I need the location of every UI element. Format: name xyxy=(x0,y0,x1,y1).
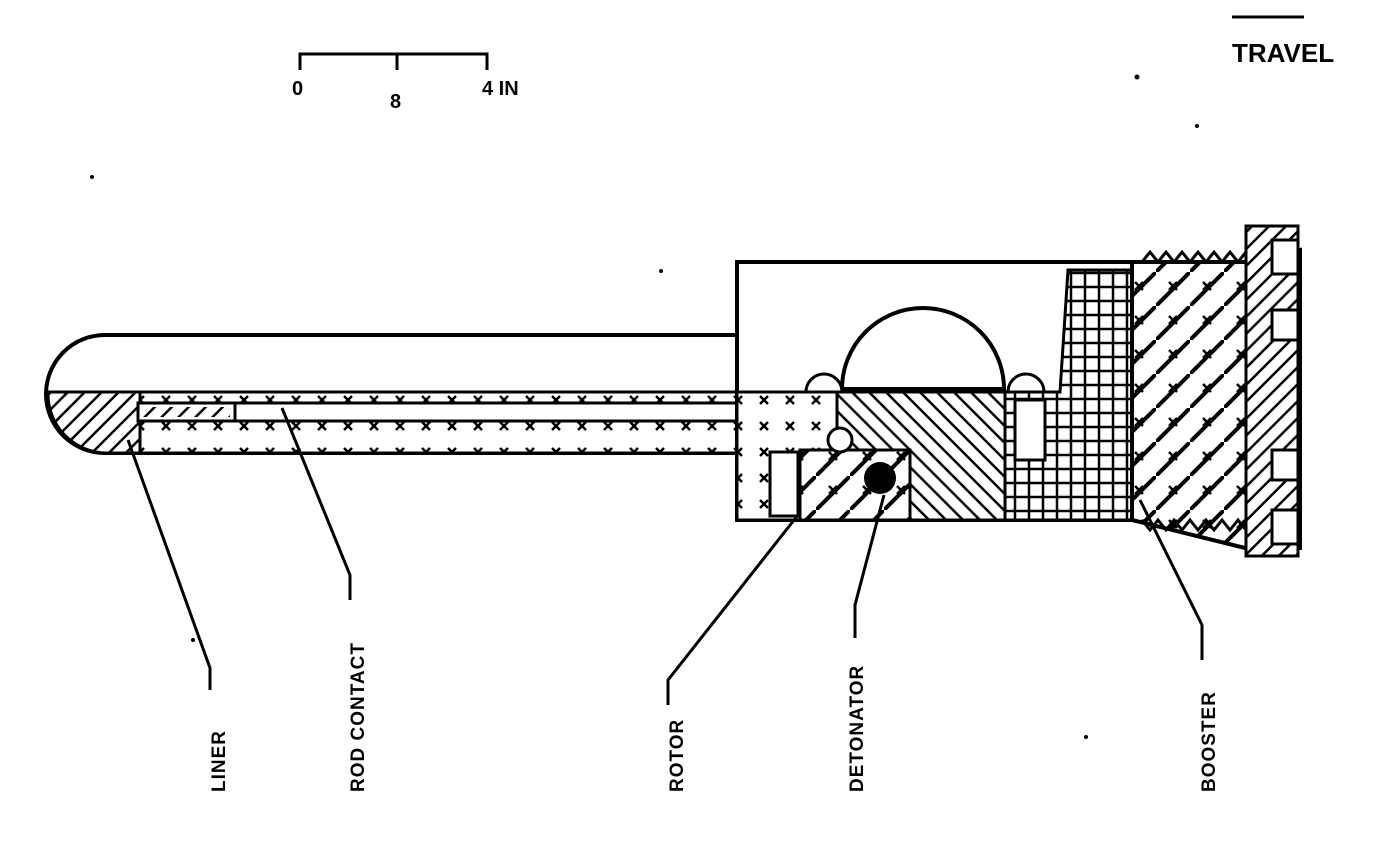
leader-rod-contact xyxy=(280,407,352,600)
callout-rod-contact: ROD CONTACT xyxy=(348,642,369,792)
leader-booster xyxy=(1138,499,1204,660)
leader-rotor xyxy=(666,514,800,705)
scale-tick-start: 0 xyxy=(292,78,303,100)
detonator xyxy=(864,462,896,494)
scale-bar: 0 8 4 IN xyxy=(292,52,519,113)
leader-detonator xyxy=(853,494,886,638)
end-flange xyxy=(1244,224,1300,558)
scan-specks xyxy=(90,74,1199,739)
scale-tick-end: 4 IN xyxy=(482,78,519,100)
travel-label: TRAVEL xyxy=(1232,38,1334,68)
dome xyxy=(839,306,1007,391)
travel-indicator: TRAVEL xyxy=(1232,15,1334,68)
rod-contact xyxy=(136,401,800,423)
rotor xyxy=(768,450,800,518)
scale-tick-mid: 8 xyxy=(390,91,401,113)
leader-liner xyxy=(126,439,212,690)
liner-nose-cap xyxy=(46,390,142,455)
callout-booster: BOOSTER xyxy=(1199,691,1220,792)
callout-rotor: ROTOR xyxy=(667,719,688,792)
thread-bottom xyxy=(1140,517,1256,533)
leader-lines xyxy=(126,407,1204,705)
fuze-body xyxy=(44,224,1302,558)
callout-detonator: DETONATOR xyxy=(847,665,868,792)
callout-liner: LINER xyxy=(209,730,230,792)
thread-top xyxy=(1140,249,1256,265)
